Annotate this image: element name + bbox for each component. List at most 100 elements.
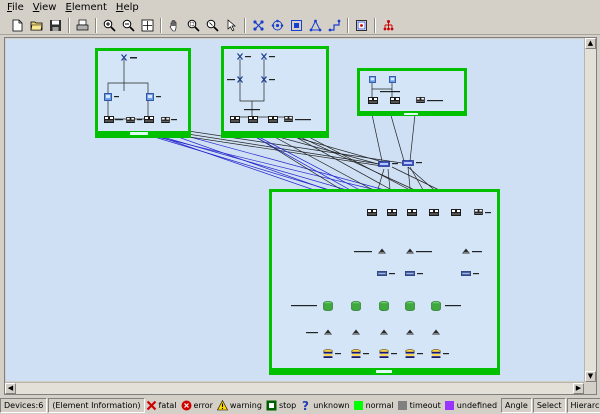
menu-view[interactable]: View xyxy=(30,1,63,15)
device-group-b[interactable] xyxy=(221,46,329,138)
layout-orthogonal-button[interactable] xyxy=(326,17,343,34)
node-label xyxy=(389,273,395,275)
error-circle-icon xyxy=(181,400,192,411)
menu-file[interactable]: File xyxy=(4,1,30,15)
layout-tree-icon xyxy=(253,19,264,31)
legend-undefined: undefined xyxy=(444,401,497,410)
open-button[interactable] xyxy=(28,17,45,34)
element-information: (Element Information) xyxy=(48,398,145,413)
datastore-node[interactable] xyxy=(379,301,389,311)
menu-element-mnemonic: E xyxy=(65,2,72,13)
print-button[interactable] xyxy=(74,17,91,34)
core-bus-node[interactable] xyxy=(402,160,414,166)
router-node[interactable] xyxy=(248,116,258,123)
router-node[interactable] xyxy=(407,209,417,216)
device-group-main[interactable] xyxy=(269,189,500,375)
menu-help[interactable]: Help xyxy=(113,1,145,15)
zoom-select-button[interactable] xyxy=(204,17,221,34)
router-node[interactable] xyxy=(367,209,377,216)
angle-field: Angle xyxy=(501,398,532,413)
pan-hand-icon xyxy=(169,19,177,31)
host-node[interactable] xyxy=(369,76,376,83)
node-label xyxy=(417,273,423,275)
layout-symmetric-button[interactable] xyxy=(307,17,324,34)
legend-unknown-label: unknown xyxy=(313,401,350,410)
menu-element[interactable]: Element xyxy=(62,1,112,15)
scroll-left-arrow-icon[interactable]: ◀ xyxy=(5,383,16,394)
zoom-region-button[interactable] xyxy=(185,17,202,34)
pan-button[interactable] xyxy=(166,17,183,34)
zoom-in-button[interactable] xyxy=(101,17,118,34)
router-node[interactable] xyxy=(144,116,154,123)
toolbar-separator xyxy=(93,17,99,34)
save-button[interactable] xyxy=(47,17,64,34)
layout-grid-button[interactable] xyxy=(288,17,305,34)
router-node[interactable] xyxy=(474,209,483,215)
zoom-out-button[interactable] xyxy=(120,17,137,34)
vertical-scrollbar[interactable]: ▲ ▼ xyxy=(584,38,596,382)
toolbar-separator xyxy=(158,17,164,34)
datastore-node[interactable] xyxy=(323,301,333,311)
layout-mode: Hierarchical xyxy=(566,398,600,413)
datastore-node[interactable] xyxy=(351,301,361,311)
layout-tree-button[interactable] xyxy=(250,17,267,34)
node-label xyxy=(473,273,479,275)
router-node[interactable] xyxy=(368,97,378,104)
warning-triangle-icon xyxy=(216,400,228,411)
device-count: Devices:6 xyxy=(0,398,48,413)
scroll-right-arrow-icon[interactable]: ▶ xyxy=(573,383,584,394)
router-node[interactable] xyxy=(390,97,400,104)
pointer-button[interactable] xyxy=(223,17,240,34)
zoom-out-icon xyxy=(122,19,135,32)
router-node[interactable] xyxy=(451,209,461,216)
menu-bar: File View Element Help xyxy=(0,0,600,16)
new-button[interactable] xyxy=(9,17,26,34)
router-node[interactable] xyxy=(126,117,135,123)
router-node[interactable] xyxy=(284,116,293,122)
node-label xyxy=(485,212,491,214)
node-label xyxy=(417,353,423,355)
router-node[interactable] xyxy=(387,209,397,216)
node-label xyxy=(443,353,449,355)
router-node[interactable] xyxy=(104,116,114,123)
toolbar xyxy=(0,16,600,35)
datastore-node[interactable] xyxy=(405,301,415,311)
scroll-up-arrow-icon[interactable]: ▲ xyxy=(585,38,596,49)
print-icon xyxy=(76,19,89,30)
node-label xyxy=(115,119,123,121)
topology-canvas[interactable] xyxy=(6,39,584,381)
host-node[interactable] xyxy=(389,76,396,83)
hub-node[interactable] xyxy=(377,270,387,277)
scroll-down-arrow-icon[interactable]: ▼ xyxy=(585,371,596,382)
router-node[interactable] xyxy=(416,97,425,103)
host-node[interactable] xyxy=(104,93,112,101)
layout-radial-button[interactable] xyxy=(269,17,286,34)
core-interconnect[interactable] xyxy=(378,160,423,167)
datastore-node[interactable] xyxy=(431,301,441,311)
core-bus-node[interactable] xyxy=(378,161,390,167)
node-label xyxy=(472,251,482,253)
router-node[interactable] xyxy=(230,116,240,123)
host-node[interactable] xyxy=(146,93,154,101)
hub-node[interactable] xyxy=(461,270,471,277)
device-group-c[interactable] xyxy=(357,68,467,116)
router-node[interactable] xyxy=(429,209,439,216)
hub-node[interactable] xyxy=(405,270,415,277)
node-label xyxy=(445,305,461,307)
device-group-a[interactable] xyxy=(95,48,191,138)
router-node[interactable] xyxy=(268,116,278,123)
menu-file-mnemonic: F xyxy=(7,2,13,13)
horizontal-scrollbar[interactable]: ◀ ▶ xyxy=(5,382,584,394)
hierarchy-button[interactable] xyxy=(380,17,397,34)
node-label xyxy=(392,163,398,165)
node-label xyxy=(354,251,372,253)
properties-button[interactable] xyxy=(353,17,370,34)
group-caption xyxy=(376,370,392,373)
toolbar-separator xyxy=(345,17,351,34)
fit-to-window-button[interactable] xyxy=(139,17,156,34)
properties-icon xyxy=(356,19,367,31)
group-caption xyxy=(404,113,418,115)
legend-error-label: error xyxy=(193,401,213,410)
router-node[interactable] xyxy=(161,117,170,123)
node-label xyxy=(244,109,260,111)
